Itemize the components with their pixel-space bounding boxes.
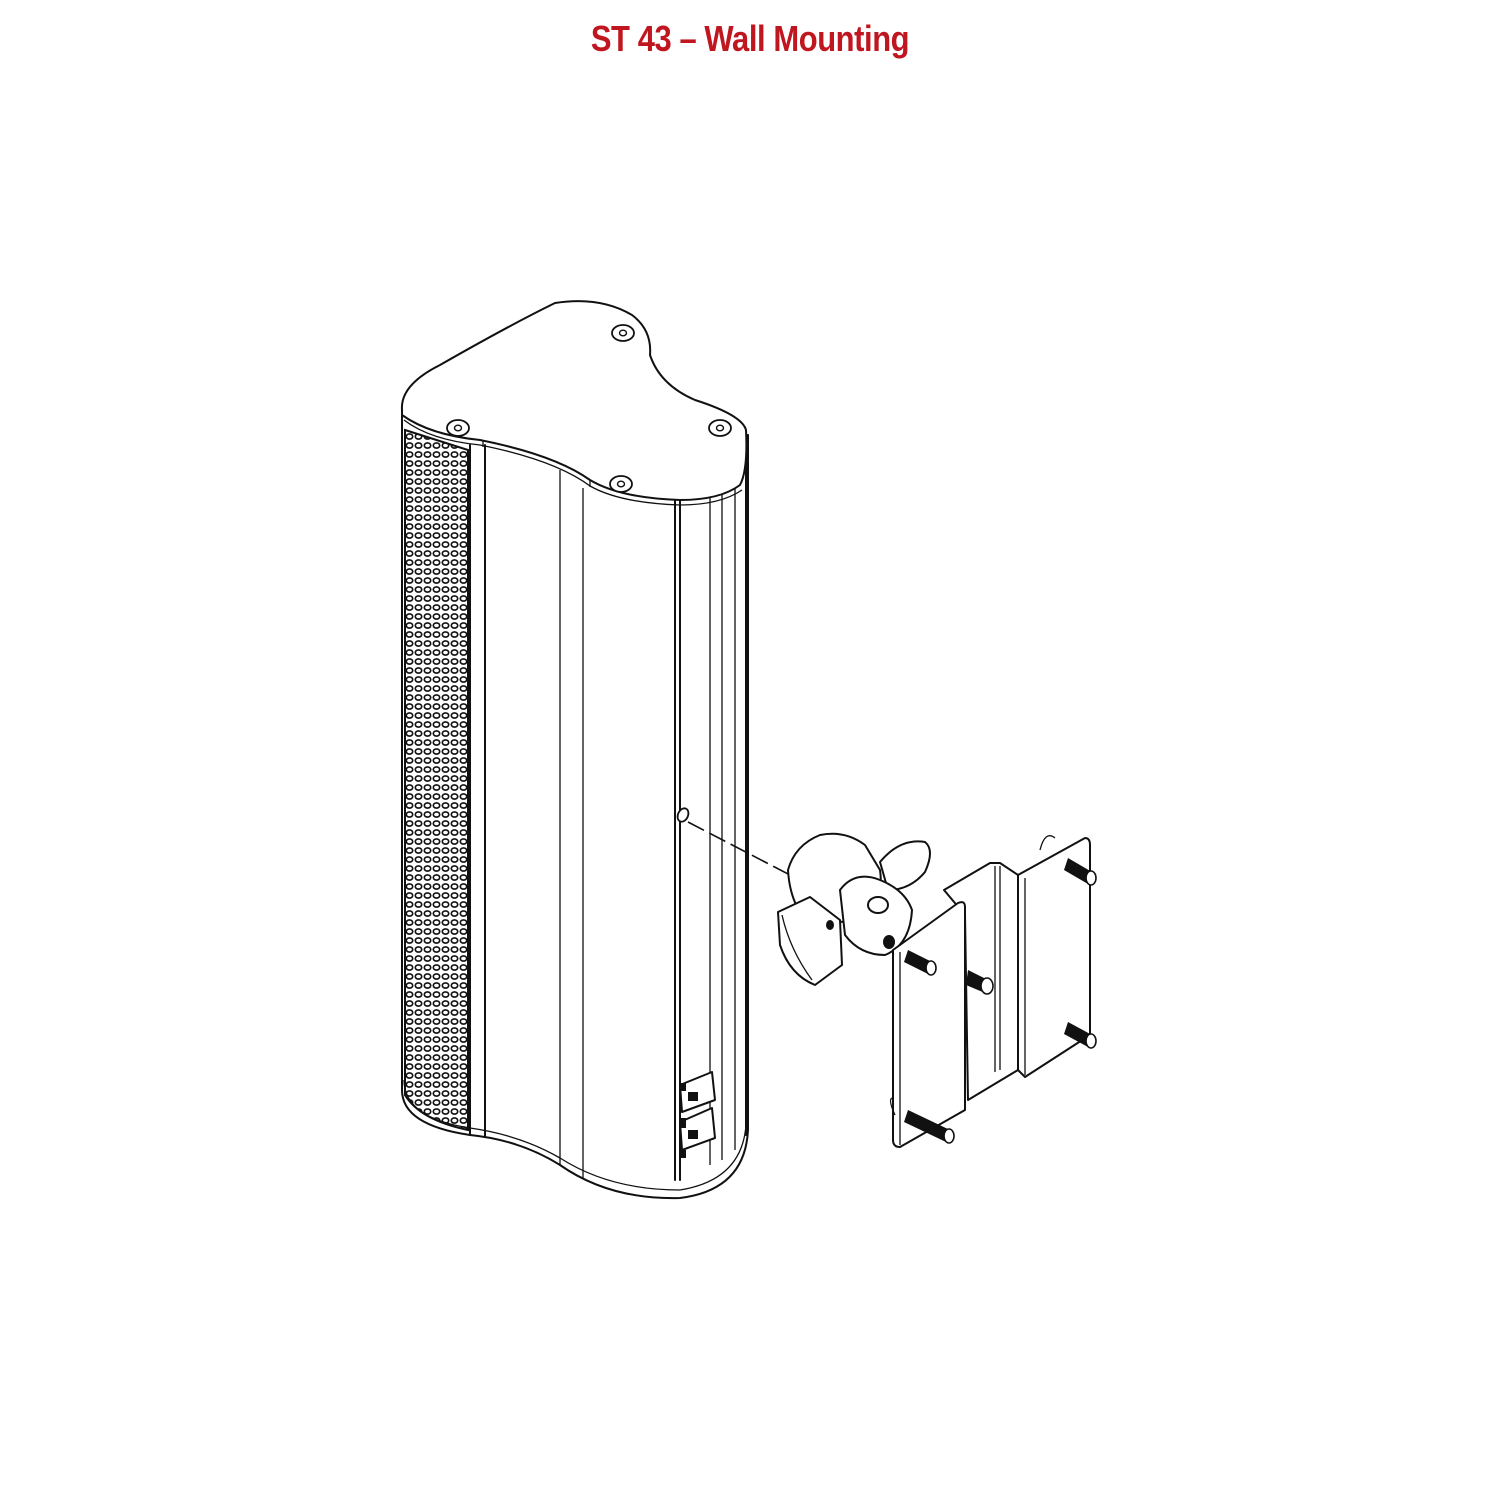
assembly-guide-line <box>687 821 791 876</box>
front-grille <box>404 428 469 1132</box>
cap-screw-icon <box>446 419 470 437</box>
wall-bolt-icon <box>904 950 937 976</box>
cap-screw-icon <box>611 324 635 342</box>
cap-screw-icon <box>708 419 732 437</box>
clamp-knob-icon <box>777 896 843 986</box>
wall-bolt-icon <box>1064 1022 1097 1049</box>
wall-bolt-icon <box>904 1110 955 1144</box>
wall-bolt-icon <box>1064 858 1097 886</box>
page-title: ST 43 – Wall Mounting <box>590 18 910 59</box>
cap-screw-icon <box>609 475 633 493</box>
connector-panel <box>679 1071 716 1158</box>
wall-bracket <box>889 835 1097 1148</box>
threaded-stud-icon <box>966 970 994 995</box>
top-cap <box>400 300 748 501</box>
mounting-hole-icon <box>676 807 690 823</box>
swivel-joint <box>777 832 931 986</box>
speaker-column <box>400 300 749 1200</box>
